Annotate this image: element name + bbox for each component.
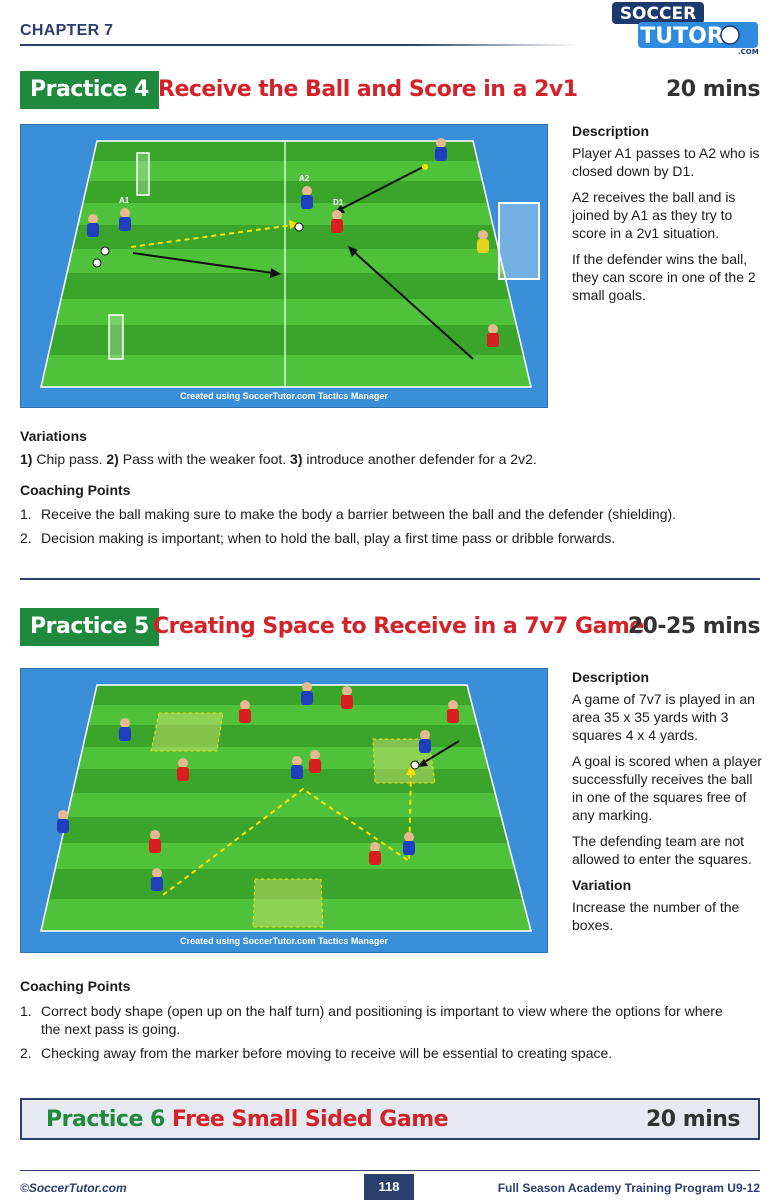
practice-6-title: Free Small Sided Game xyxy=(172,1107,449,1132)
footer-book-title: Full Season Academy Training Program U9-… xyxy=(497,1181,760,1195)
practice-5-variation-text: Increase the number of the boxes. xyxy=(572,899,740,933)
player-blue-top-right xyxy=(435,138,447,161)
practice-4-variations: 1) Chip pass. 2) Pass with the weaker fo… xyxy=(20,450,760,468)
footer-copyright: ©SoccerTutor.com xyxy=(20,1181,127,1195)
coaching-point-text: Decision making is important; when to ho… xyxy=(41,530,616,546)
practice-5-pitch xyxy=(40,682,532,932)
coaching-point: 2. Checking away from the marker before m… xyxy=(20,1044,740,1062)
label-a1: A1 xyxy=(119,196,130,205)
variation-number: 3) xyxy=(290,451,303,467)
player-red-bottom xyxy=(487,324,499,347)
coaching-point-text: Receive the ball making sure to make the… xyxy=(41,506,677,522)
logo-top-text: SOCCER xyxy=(620,4,696,24)
practice-5-coaching-heading: Coaching Points xyxy=(20,978,131,994)
small-goal-bottom xyxy=(108,314,124,360)
variation-text: Chip pass. xyxy=(32,451,107,467)
coaching-point-text: Checking away from the marker before mov… xyxy=(41,1045,613,1061)
coaching-point-number: 1. xyxy=(20,506,32,522)
coaching-point-number: 2. xyxy=(20,1045,32,1061)
player-blue-left xyxy=(87,214,99,237)
practice-5-description-paragraph: A goal is scored when a player successfu… xyxy=(572,753,762,823)
player-red xyxy=(149,830,161,853)
player-blue xyxy=(291,756,303,779)
practice-4-coaching-heading: Coaching Points xyxy=(20,482,131,498)
player-blue xyxy=(301,682,313,705)
player-red xyxy=(239,700,251,723)
page-number: 118 xyxy=(364,1174,414,1200)
big-goal xyxy=(498,202,540,280)
goalkeeper xyxy=(477,230,489,253)
ball-icon xyxy=(92,258,102,268)
practice-6-badge: Practice 6 xyxy=(46,1107,165,1132)
player-red xyxy=(309,750,321,773)
practice-5-description: Description A game of 7v7 is played in a… xyxy=(572,668,764,942)
practice-5-header: Practice 5 Creating Space to Receive in … xyxy=(20,608,761,646)
variation-text: introduce another defender for a 2v2. xyxy=(302,451,537,467)
soccertutor-logo: SOCCER TUTOR .COM xyxy=(612,2,759,56)
player-blue xyxy=(57,810,69,833)
practice-5-diagram-credit: Created using SoccerTutor.com Tactics Ma… xyxy=(180,936,388,946)
target-square xyxy=(252,878,324,928)
practice-5-duration: 20-25 mins xyxy=(627,614,761,639)
player-blue xyxy=(151,868,163,891)
chapter-label: CHAPTER 7 xyxy=(20,22,114,39)
practice-4-description: Description Player A1 passes to A2 who i… xyxy=(572,122,764,312)
label-d1: D1 xyxy=(333,198,344,207)
player-blue xyxy=(419,730,431,753)
player-red xyxy=(177,758,189,781)
practice-4-diagram-credit: Created using SoccerTutor.com Tactics Ma… xyxy=(180,391,388,401)
practice-5-variation-heading: Variation xyxy=(572,877,632,893)
practice-4-badge: Practice 4 xyxy=(20,71,159,109)
ball-icon xyxy=(100,246,110,256)
practice-6-header: Practice 6 Free Small Sided Game 20 mins xyxy=(20,1098,760,1140)
practice-4-duration: 20 mins xyxy=(666,77,761,102)
practice-5-description-heading: Description xyxy=(572,669,650,685)
practice-5-title: Creating Space to Receive in a 7v7 Game xyxy=(153,614,644,639)
small-goal-top xyxy=(136,152,150,196)
variation-number: 1) xyxy=(20,451,33,467)
section-divider xyxy=(20,578,760,580)
player-red xyxy=(341,686,353,709)
practice-5-diagram: Created using SoccerTutor.com Tactics Ma… xyxy=(20,668,548,953)
label-a2: A2 xyxy=(299,174,310,183)
chapter-rule xyxy=(20,44,580,46)
player-red xyxy=(369,842,381,865)
practice-6-duration: 20 mins xyxy=(646,1107,741,1132)
practice-5-description-paragraph: The defending team are not allowed to en… xyxy=(572,833,752,867)
ball-icon xyxy=(410,760,420,770)
variation-text: Pass with the weaker foot. xyxy=(118,451,291,467)
practice-4-description-paragraph: Player A1 passes to A2 who is closed dow… xyxy=(572,145,760,179)
target-square xyxy=(150,712,224,752)
practice-5-description-paragraph: A game of 7v7 is played in an area 35 x … xyxy=(572,691,755,743)
practice-5-badge: Practice 5 xyxy=(20,608,159,646)
variation-number: 2) xyxy=(106,451,119,467)
player-a1 xyxy=(119,208,131,231)
footer-rule xyxy=(20,1170,760,1171)
practice-4-coaching-list: 1. Receive the ball making sure to make t… xyxy=(20,505,740,553)
coaching-point: 1. Correct body shape (open up on the hal… xyxy=(20,1002,740,1038)
practice-5-coaching-list: 1. Correct body shape (open up on the hal… xyxy=(20,1002,740,1068)
practice-4-description-heading: Description xyxy=(572,123,650,139)
practice-4-title: Receive the Ball and Score in a 2v1 xyxy=(158,77,578,102)
coaching-point: 2. Decision making is important; when to … xyxy=(20,529,740,547)
practice-4-description-paragraph: If the defender wins the ball, they can … xyxy=(572,251,756,303)
coaching-point-number: 1. xyxy=(20,1003,32,1019)
ball-icon xyxy=(294,222,304,232)
practice-4-pitch: A1 A2 D1 xyxy=(40,138,540,388)
coaching-point-number: 2. xyxy=(20,530,32,546)
player-blue xyxy=(119,718,131,741)
player-a2 xyxy=(301,186,313,209)
logo-com-text: .COM xyxy=(738,48,759,56)
practice-4-header: Practice 4 Receive the Ball and Score in… xyxy=(20,71,761,109)
coaching-point: 1. Receive the ball making sure to make t… xyxy=(20,505,740,523)
practice-4-description-paragraph: A2 receives the ball and is joined by A1… xyxy=(572,189,736,241)
player-blue xyxy=(403,832,415,855)
coaching-point-text: Correct body shape (open up on the half … xyxy=(41,1003,723,1037)
practice-4-variations-heading: Variations xyxy=(20,428,87,444)
practice-4-diagram: A1 A2 D1 Created using SoccerTutor.com T… xyxy=(20,124,548,408)
logo-bottom-text: TUTOR xyxy=(640,24,724,49)
player-red xyxy=(447,700,459,723)
logo-ball-icon xyxy=(720,25,740,45)
player-d1 xyxy=(331,210,343,233)
